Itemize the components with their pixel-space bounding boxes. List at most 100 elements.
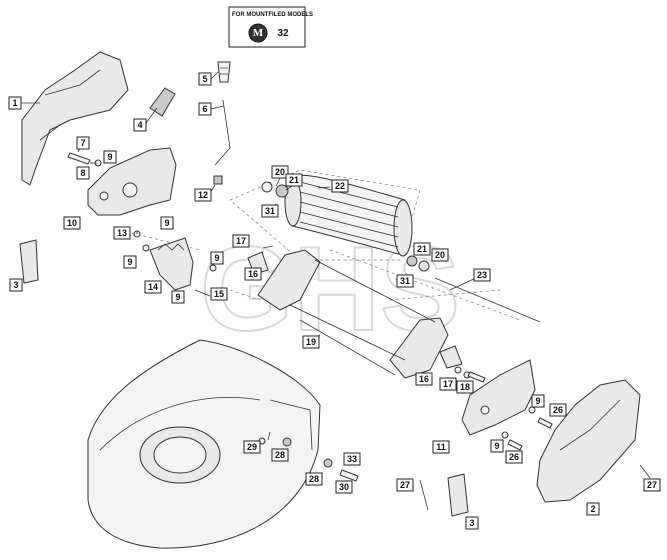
callout-19: 19 [302,335,320,349]
callout-21-a: 21 [285,173,303,187]
part-spring-clip [213,175,223,185]
svg-text:28: 28 [309,474,319,484]
callout-20-a: 20 [271,165,289,179]
callout-31-a: 31 [261,204,279,218]
callout-28-b: 28 [305,472,323,486]
callout-17-a: 17 [232,234,250,248]
svg-text:20: 20 [275,167,285,177]
callout-9-a: 9 [103,150,117,164]
svg-text:26: 26 [509,452,519,462]
svg-text:19: 19 [306,337,316,347]
callout-8: 8 [76,166,90,180]
svg-text:27: 27 [400,480,410,490]
callout-28-a: 28 [271,448,289,462]
svg-text:9: 9 [214,253,219,263]
svg-text:28: 28 [275,450,285,460]
svg-text:1: 1 [12,98,17,108]
svg-text:7: 7 [80,138,85,148]
part-height-rod [214,99,231,166]
svg-text:33: 33 [347,454,357,464]
callout-26-b: 26 [505,450,523,464]
callout-4: 4 [133,118,147,132]
svg-text:3: 3 [13,280,18,290]
part-mower-deck [87,339,321,549]
svg-text:26: 26 [553,405,563,415]
callout-33: 33 [343,452,361,466]
svg-text:27: 27 [647,480,657,490]
svg-text:31: 31 [265,206,275,216]
callout-16-a: 16 [244,267,262,281]
callout-29: 29 [243,440,261,454]
callout-9-d: 9 [210,251,224,265]
callout-21-b: 21 [413,242,431,256]
mountfield-badge-icon [248,23,268,43]
callout-9-c: 9 [123,255,137,269]
callout-20-b: 20 [431,248,449,262]
callout-15: 15 [210,287,228,301]
part-bracket-plate [149,237,194,291]
callout-11: 11 [432,440,450,454]
part-left-housing [87,147,177,216]
part-rings [261,181,430,272]
svg-text:2: 2 [590,504,595,514]
note-title: FOR MOUNTFILED MODELS [232,12,313,18]
callout-18: 18 [456,380,474,394]
svg-text:9: 9 [164,218,169,228]
svg-text:9: 9 [494,441,499,451]
svg-text:29: 29 [247,442,257,452]
svg-text:21: 21 [289,175,299,185]
callout-7: 7 [76,136,90,150]
svg-text:12: 12 [198,190,208,200]
svg-text:13: 13 [117,228,127,238]
callout-27-b: 27 [643,478,661,492]
svg-text:17: 17 [236,236,246,246]
svg-text:21: 21 [417,244,427,254]
svg-text:14: 14 [148,282,158,292]
svg-text:18: 18 [460,382,470,392]
svg-text:16: 16 [248,269,258,279]
svg-text:23: 23 [477,270,487,280]
part-small-bracket-left [19,239,39,284]
part-bolt-7 [67,152,102,167]
callout-12: 12 [194,188,212,202]
part-side-flap [536,379,641,503]
svg-text:31: 31 [400,276,410,286]
svg-text:30: 30 [339,482,349,492]
svg-text:9: 9 [127,257,132,267]
callout-9-b: 9 [160,216,174,230]
callout-1: 1 [8,96,22,110]
callout-26-a: 26 [549,403,567,417]
callout-13: 13 [113,226,131,240]
callout-5: 5 [198,72,212,86]
svg-text:15: 15 [214,289,224,299]
callout-9-f: 9 [531,394,545,408]
svg-text:6: 6 [202,104,207,114]
svg-text:11: 11 [436,442,446,452]
part-roller-frame [257,249,449,379]
part-knob [217,61,231,83]
svg-text:10: 10 [67,218,77,228]
badge-letter: M [253,27,264,39]
callout-17-b: 17 [439,377,457,391]
svg-text:8: 8 [80,168,85,178]
part-rear-cover [21,51,129,186]
callout-30: 30 [335,480,353,494]
svg-text:22: 22 [335,181,345,191]
note-part-number: 32 [277,28,289,39]
part-roller [284,174,413,257]
svg-text:9: 9 [107,152,112,162]
svg-text:20: 20 [435,250,445,260]
svg-text:5: 5 [202,74,207,84]
callout-10: 10 [63,216,81,230]
callout-3-a: 3 [9,278,23,292]
svg-text:17: 17 [443,379,453,389]
svg-text:9: 9 [535,396,540,406]
svg-text:3: 3 [469,518,474,528]
callout-22: 22 [331,179,349,193]
svg-text:4: 4 [137,120,142,130]
callout-3-b: 3 [465,516,479,530]
part-pin [194,289,211,297]
callout-16-b: 16 [415,372,433,386]
callout-27-a: 27 [396,478,414,492]
